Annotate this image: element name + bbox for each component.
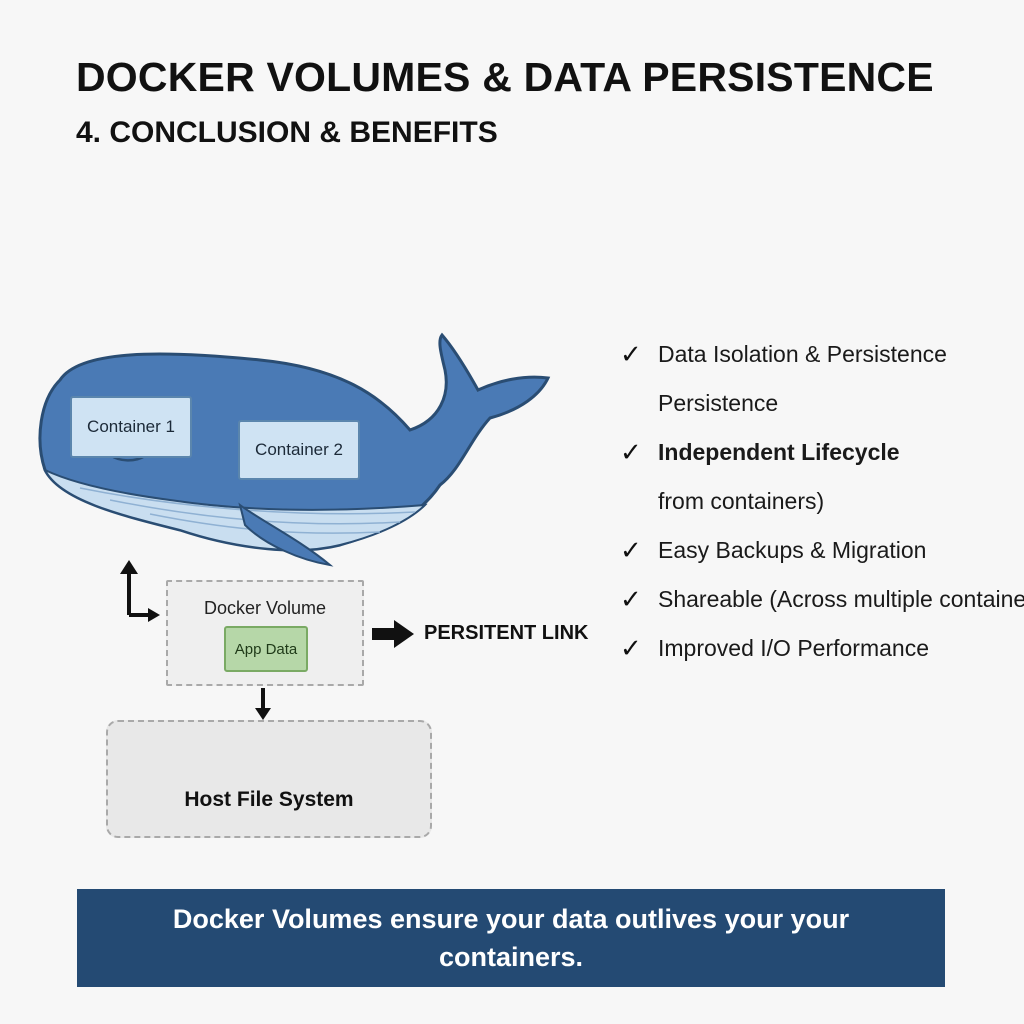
benefit-item: ✓ Easy Backups & Migration bbox=[620, 532, 1024, 581]
whale-flipper bbox=[238, 502, 334, 567]
app-data-label: App Data bbox=[234, 640, 298, 658]
benefit-text: Improved I/O Performance bbox=[658, 635, 929, 661]
arrow-up-icon bbox=[127, 570, 150, 617]
docker-volume-label: Docker Volume bbox=[203, 598, 327, 618]
benefit-text: Data Isolation & Persistence bbox=[658, 341, 947, 367]
check-icon: ✓ bbox=[620, 584, 642, 614]
benefit-item: from containers) bbox=[620, 483, 1024, 532]
check-icon: ✓ bbox=[620, 437, 642, 467]
benefit-text: from containers) bbox=[658, 488, 825, 514]
check-icon: ✓ bbox=[620, 339, 642, 369]
host-file-system-label: Host File System bbox=[184, 788, 354, 811]
benefit-item: ✓ Independent Lifecycle bbox=[620, 434, 1024, 483]
persistent-link-label: PERSITENT LINK bbox=[424, 622, 589, 644]
benefit-text: Shareable (Across multiple containe bbox=[658, 586, 1024, 612]
benefit-text: Persistence bbox=[658, 390, 779, 416]
benefit-item: Persistence bbox=[620, 385, 1024, 434]
arrow-down-icon bbox=[255, 688, 271, 720]
app-data-box: App Data bbox=[224, 626, 308, 672]
whale-belly bbox=[42, 467, 428, 551]
check-icon: ✓ bbox=[620, 535, 642, 565]
benefit-text: Easy Backups & Migration bbox=[658, 537, 927, 563]
container-2-label: Container 2 bbox=[255, 440, 343, 459]
benefit-item: ✓ Data Isolation & Persistence bbox=[620, 336, 1024, 385]
container-2-box: Container 2 bbox=[238, 420, 360, 480]
benefit-item: ✓ Shareable (Across multiple containe bbox=[620, 581, 1024, 630]
page-title: DOCKER VOLUMES & DATA PERSISTENCE bbox=[76, 54, 934, 100]
arrow-right-icon bbox=[372, 620, 414, 648]
host-file-system-box: Host File System bbox=[106, 720, 432, 838]
benefit-item: ✓ Improved I/O Performance bbox=[620, 630, 1024, 679]
footer-banner: Docker Volumes ensure your data outlives… bbox=[77, 889, 945, 987]
page-subtitle: 4. CONCLUSION & BENEFITS bbox=[76, 116, 498, 149]
check-icon: ✓ bbox=[620, 633, 642, 663]
benefits-list: ✓ Data Isolation & Persistence Persisten… bbox=[620, 336, 1024, 679]
footer-text: Docker Volumes ensure your data outlives… bbox=[172, 904, 850, 972]
benefit-text: Independent Lifecycle bbox=[658, 439, 900, 465]
container-1-box: Container 1 bbox=[70, 396, 192, 458]
container-1-label: Container 1 bbox=[87, 417, 175, 436]
docker-volume-box: Docker Volume App Data bbox=[166, 580, 364, 686]
